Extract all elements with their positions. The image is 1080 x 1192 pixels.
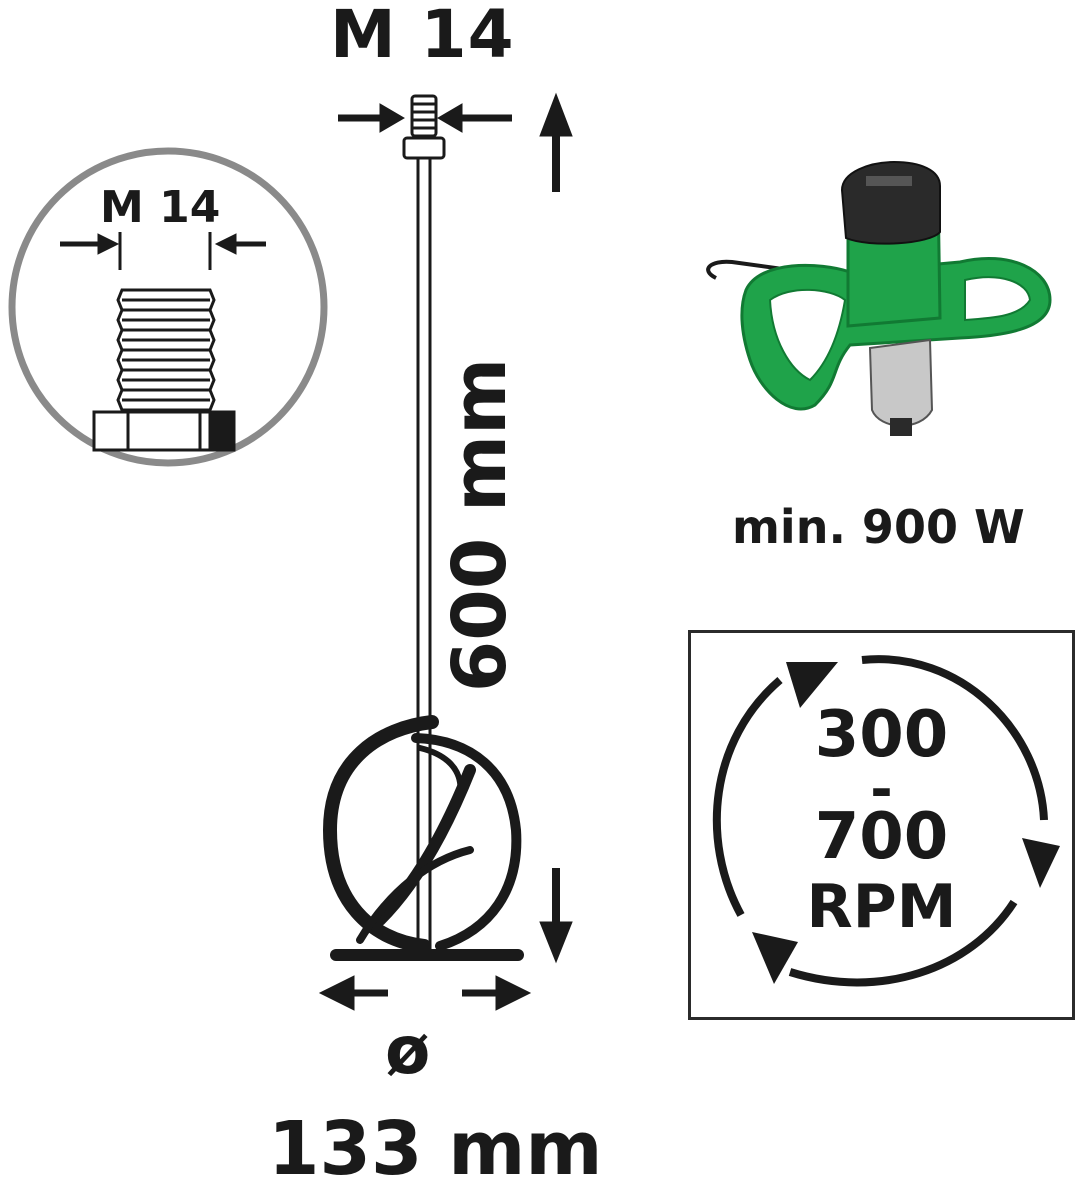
rotation-arrows bbox=[712, 655, 1048, 987]
speed-unit: RPM bbox=[806, 872, 957, 942]
thread-detail bbox=[8, 147, 328, 467]
thread-bolt bbox=[92, 288, 236, 452]
mixer-tool-illustration bbox=[706, 160, 1052, 436]
power-requirement-label: min. 900 W bbox=[732, 500, 1025, 554]
detail-thread-size-label: M 14 bbox=[100, 182, 221, 233]
detail-dimension-arrows bbox=[60, 232, 266, 270]
speed-range-box: 300 - 700 RPM bbox=[688, 630, 1075, 1020]
speed-min: 300 bbox=[814, 698, 949, 772]
mixing-paddle bbox=[322, 715, 524, 961]
diameter-value-label: 133 mm bbox=[268, 1106, 603, 1192]
diameter-symbol: ø bbox=[385, 1012, 431, 1089]
diameter-arrows bbox=[318, 975, 532, 1011]
speed-max: 700 bbox=[814, 800, 949, 874]
shaft-length-label: 600 mm bbox=[437, 357, 523, 693]
top-thread-arrows bbox=[338, 103, 512, 133]
top-thread-size-label: M 14 bbox=[330, 0, 515, 73]
speed-separator: - bbox=[870, 758, 893, 821]
rotation-arrowheads bbox=[752, 662, 1060, 984]
length-arrows bbox=[539, 92, 573, 964]
